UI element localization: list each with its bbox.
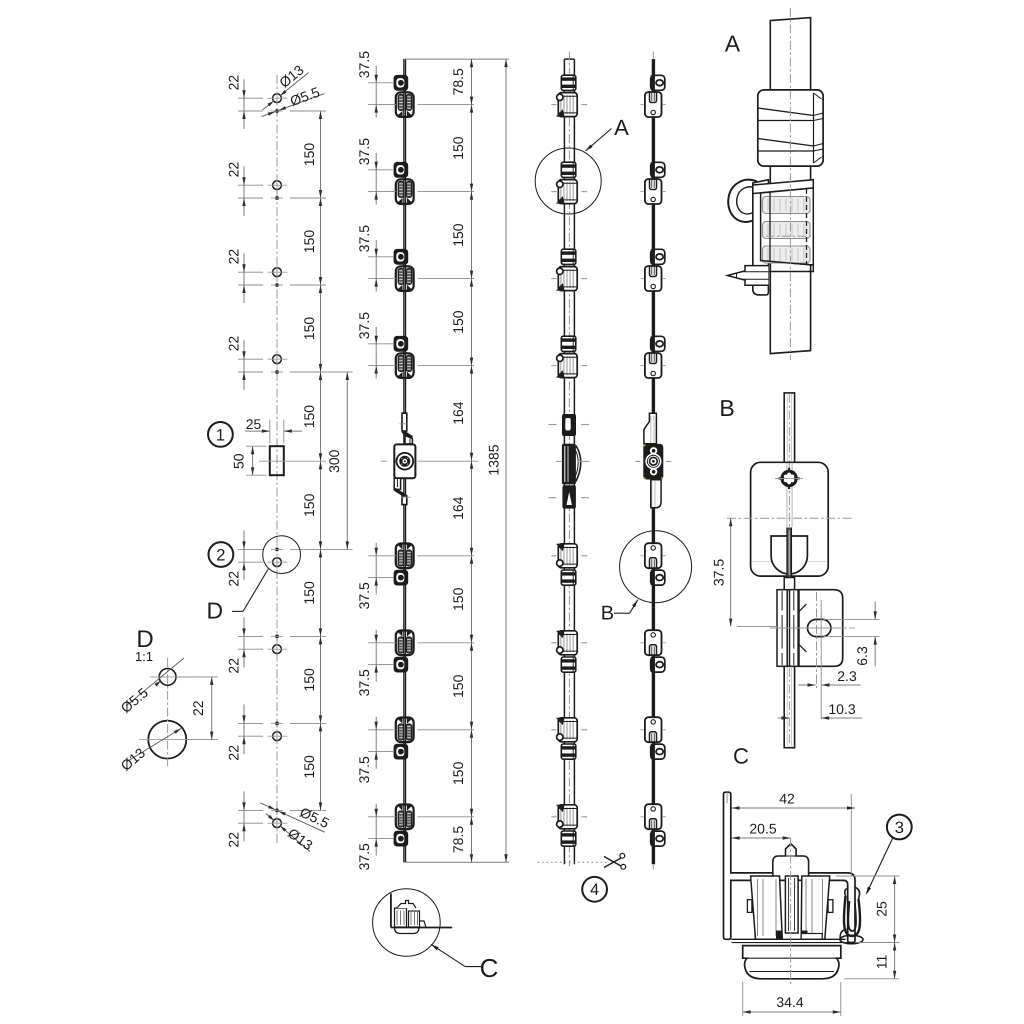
svg-text:20.5: 20.5: [749, 821, 776, 837]
svg-text:1:1: 1:1: [135, 649, 153, 664]
svg-text:C: C: [733, 744, 749, 769]
svg-text:D: D: [136, 626, 153, 653]
svg-text:37.5: 37.5: [356, 312, 372, 339]
svg-text:37.5: 37.5: [356, 669, 372, 696]
svg-text:164: 164: [450, 496, 466, 520]
svg-text:2.3: 2.3: [837, 668, 857, 684]
svg-text:22: 22: [226, 162, 242, 178]
svg-text:22: 22: [226, 75, 242, 91]
svg-text:150: 150: [301, 755, 317, 779]
svg-text:3: 3: [895, 819, 904, 837]
svg-text:2: 2: [216, 546, 225, 564]
svg-text:22: 22: [226, 658, 242, 674]
svg-text:42: 42: [779, 791, 795, 807]
svg-text:22: 22: [190, 700, 206, 716]
svg-text:22: 22: [226, 571, 242, 587]
svg-text:37.5: 37.5: [356, 756, 372, 783]
svg-text:164: 164: [450, 401, 466, 425]
svg-text:150: 150: [301, 668, 317, 692]
svg-text:150: 150: [301, 493, 317, 517]
svg-text:C: C: [480, 953, 499, 983]
svg-text:25: 25: [874, 901, 890, 917]
svg-text:150: 150: [301, 317, 317, 341]
svg-text:37.5: 37.5: [356, 138, 372, 165]
svg-text:78.5: 78.5: [450, 68, 466, 95]
svg-text:50: 50: [231, 453, 247, 469]
svg-text:B: B: [601, 602, 614, 624]
svg-text:37.5: 37.5: [356, 225, 372, 252]
svg-text:78.5: 78.5: [450, 826, 466, 853]
svg-text:A: A: [614, 115, 629, 140]
svg-text:37.5: 37.5: [356, 51, 372, 78]
svg-text:150: 150: [301, 143, 317, 167]
svg-text:37.5: 37.5: [711, 559, 727, 586]
svg-text:300: 300: [326, 449, 342, 473]
svg-text:22: 22: [226, 249, 242, 265]
svg-text:22: 22: [226, 745, 242, 761]
svg-text:34.4: 34.4: [776, 994, 803, 1010]
svg-text:150: 150: [450, 223, 466, 247]
svg-text:22: 22: [226, 832, 242, 848]
svg-text:A: A: [725, 30, 741, 56]
svg-text:150: 150: [301, 581, 317, 605]
svg-text:150: 150: [301, 230, 317, 254]
svg-text:11: 11: [874, 955, 890, 970]
svg-text:B: B: [719, 395, 734, 421]
svg-text:22: 22: [226, 336, 242, 352]
svg-text:37.5: 37.5: [356, 582, 372, 609]
svg-text:37.5: 37.5: [356, 843, 372, 870]
svg-text:D: D: [207, 598, 224, 624]
svg-text:10.3: 10.3: [828, 701, 855, 717]
svg-text:150: 150: [301, 405, 317, 429]
svg-text:25: 25: [246, 416, 262, 432]
svg-text:150: 150: [450, 136, 466, 160]
svg-text:4: 4: [590, 881, 599, 899]
svg-text:150: 150: [450, 310, 466, 334]
svg-text:150: 150: [450, 761, 466, 785]
svg-text:1385: 1385: [486, 444, 502, 475]
svg-text:6.3: 6.3: [854, 646, 870, 666]
svg-text:150: 150: [450, 674, 466, 698]
svg-text:150: 150: [450, 587, 466, 611]
svg-text:1: 1: [216, 426, 225, 444]
